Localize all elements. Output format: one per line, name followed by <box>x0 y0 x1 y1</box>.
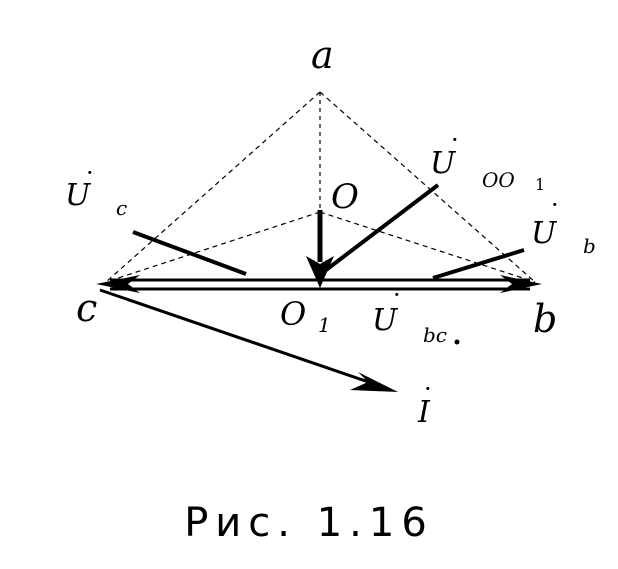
dashed-edge-ac <box>105 91 321 283</box>
uc-label: U <box>65 178 92 213</box>
ubc-point-mark <box>454 339 460 345</box>
i-label: I <box>417 395 431 430</box>
uc-subscript: c <box>116 196 127 220</box>
uoo1-subscript-1: 1 <box>535 175 545 194</box>
dashed-edge-ab <box>319 91 536 283</box>
ub-dot: · <box>551 191 559 219</box>
dashed-edge-Ob <box>319 211 536 283</box>
uc-leader-line <box>132 230 247 276</box>
label-c: c <box>76 286 97 330</box>
ub-leader-line <box>432 248 525 280</box>
current-vector-i <box>99 288 387 390</box>
label-O: O <box>331 177 359 217</box>
ubc-label: U <box>372 303 399 338</box>
arrowhead-i <box>350 372 398 392</box>
figure-caption: Рис. 1.16 <box>184 500 434 546</box>
arrowhead-b <box>500 275 542 293</box>
label-O1: O <box>280 295 306 333</box>
label-b: b <box>533 297 557 341</box>
uoo1-label: U <box>430 146 457 181</box>
ubc-dot: · <box>393 281 401 309</box>
ub-subscript: b <box>583 234 596 258</box>
uoo1-leader-line <box>324 183 440 272</box>
uoo1-subscript: OO <box>482 168 515 192</box>
ub-label: U <box>531 216 558 251</box>
arrowhead-c <box>96 275 140 293</box>
dashed-edge-Oc <box>105 211 321 283</box>
uoo1-dot: · <box>451 126 459 154</box>
arrowhead-o1 <box>306 256 334 288</box>
ubc-subscript: bc <box>423 323 447 347</box>
i-dot: · <box>424 375 432 403</box>
label-O1-subscript: 1 <box>318 313 331 337</box>
label-a: a <box>311 33 334 77</box>
uc-dot: · <box>86 159 94 187</box>
